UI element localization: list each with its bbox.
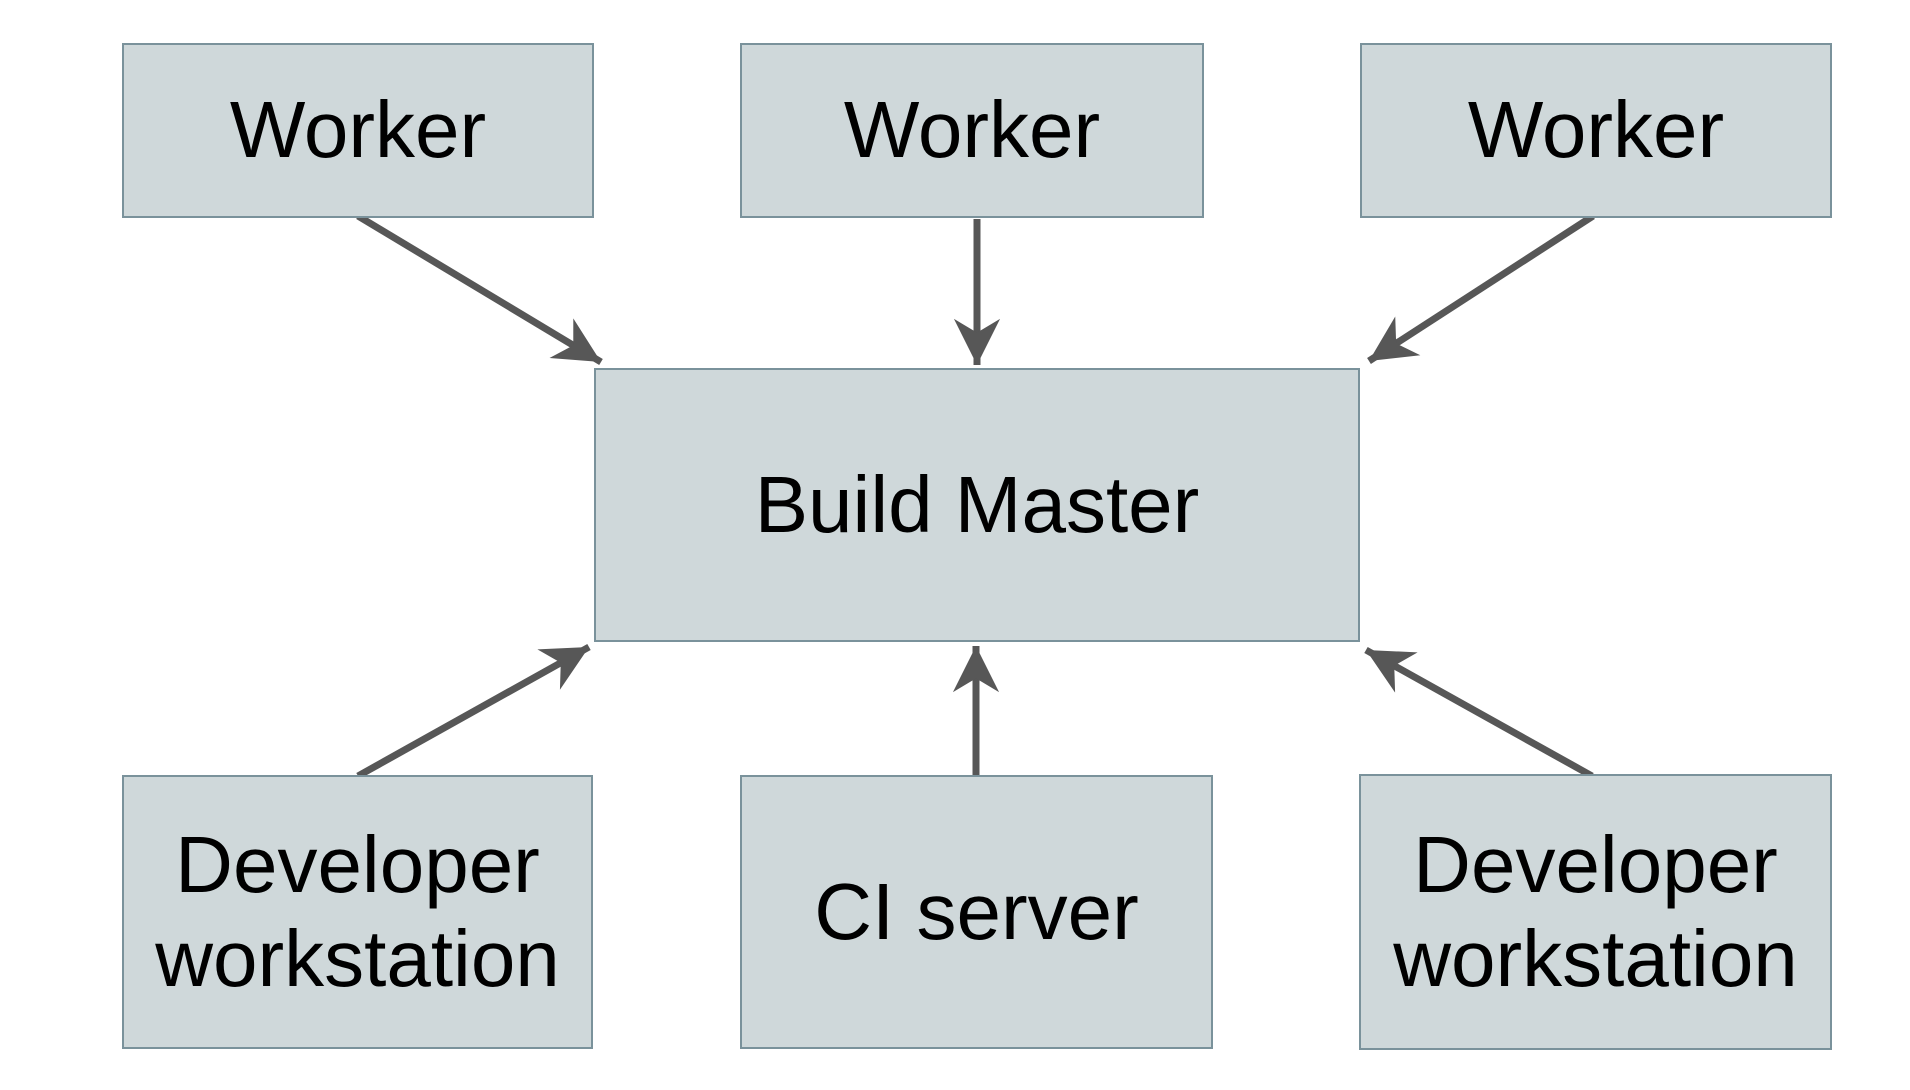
node-developer-workstation-right: Developer workstation [1359,774,1832,1050]
node-worker-1: Worker [122,43,594,218]
node-build-master: Build Master [594,368,1360,642]
node-worker-1-label: Worker [229,85,487,175]
node-developer-workstation-left: Developer workstation [122,775,593,1049]
node-worker-2: Worker [740,43,1204,218]
edge-devworkstation-right-to-buildmaster [1364,646,1594,780]
edge-worker3-to-buildmaster [1367,213,1595,364]
node-worker-3: Worker [1360,43,1832,218]
node-developer-workstation-right-label: Developer workstation [1393,819,1798,1003]
node-worker-2-label: Worker [843,85,1101,175]
edge-worker1-to-buildmaster [356,212,603,366]
edge-devworkstation-left-to-buildmaster [356,643,591,780]
node-ci-server: CI server [740,775,1213,1049]
node-worker-3-label: Worker [1467,85,1725,175]
node-build-master-label: Build Master [754,459,1200,549]
node-ci-server-label: CI server [814,866,1139,956]
node-developer-workstation-left-label: Developer workstation [155,819,560,1003]
